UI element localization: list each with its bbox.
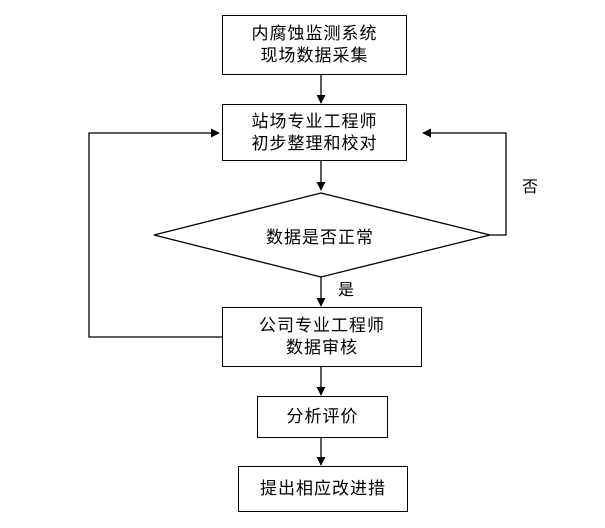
node-company-engineer-review: 公司专业工程师 数据审核 bbox=[222, 307, 422, 367]
node-site-engineer-review: 站场专业工程师 初步整理和校对 bbox=[222, 104, 407, 161]
node-analysis-evaluation-line-1: 分析评价 bbox=[286, 407, 359, 427]
node-site-engineer-review-line-1: 站场专业工程师 bbox=[251, 111, 378, 132]
arrow-decision-no-loop bbox=[422, 128, 507, 236]
node-site-engineer-review-line-2: 初步整理和校对 bbox=[251, 133, 378, 154]
edge-label-yes: 是 bbox=[338, 280, 355, 299]
arrow-company-review-loop-back bbox=[88, 128, 222, 338]
edge-label-no: 否 bbox=[522, 177, 539, 196]
node-data-collection-line-1: 内腐蚀监测系统 bbox=[251, 24, 378, 44]
node-improvement-measures-line-1: 提出相应改进措 bbox=[260, 479, 386, 499]
node-data-collection: 内腐蚀监测系统 现场数据采集 bbox=[222, 15, 407, 75]
node-company-engineer-review-line-1: 公司专业工程师 bbox=[259, 316, 385, 336]
node-analysis-evaluation: 分析评价 bbox=[257, 396, 388, 438]
decision-label: 数据是否正常 bbox=[266, 228, 374, 248]
node-improvement-measures: 提出相应改进措 bbox=[238, 466, 408, 512]
node-data-collection-line-2: 现场数据采集 bbox=[260, 46, 369, 66]
node-company-engineer-review-line-2: 数据审核 bbox=[286, 338, 358, 358]
